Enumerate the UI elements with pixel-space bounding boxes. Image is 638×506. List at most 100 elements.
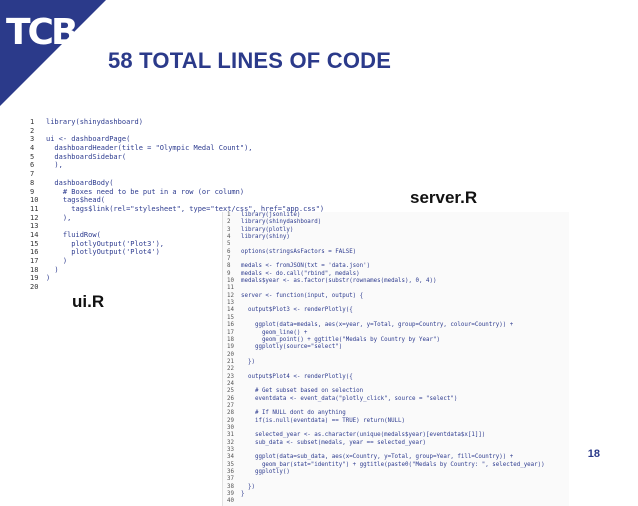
code-text: if(is.null(eventdata) == TRUE) return(NU… [241, 417, 406, 424]
line-number: 10 [227, 278, 234, 285]
page-number: 18 [587, 448, 600, 460]
line-number: 6 [30, 161, 35, 170]
code-text: sub_data <- subset(medals, year == selec… [241, 439, 426, 446]
code-line: 16 plotlyOutput('Plot4') [30, 248, 320, 257]
line-number: 3 [227, 226, 231, 233]
line-number: 14 [30, 230, 39, 239]
line-number: 26 [227, 395, 234, 402]
code-line: 24 [227, 381, 569, 388]
code-text: output$Plot3 <- renderPlotly({ [241, 307, 353, 314]
code-line: 38 }) [227, 484, 569, 491]
code-text: }) [241, 483, 255, 490]
line-number: 24 [227, 380, 234, 387]
line-number: 1 [30, 118, 35, 126]
code-line: 7 [227, 256, 569, 263]
code-line: 12 ), [30, 214, 320, 223]
line-number: 39 [227, 491, 234, 498]
code-text [241, 256, 569, 263]
code-text: output$Plot4 <- renderPlotly({ [241, 373, 353, 380]
code-line: 7 [30, 170, 320, 179]
code-line: 22 [227, 366, 569, 373]
server-file-label: server.R [410, 188, 478, 207]
code-text: # If NULL dont do anything [241, 410, 346, 417]
line-number: 5 [227, 241, 231, 248]
code-text: eventdata <- event_data("plotly_click", … [241, 395, 458, 402]
code-line: 40 [227, 498, 569, 505]
code-text: dashboardSidebar( [46, 152, 127, 161]
line-number: 29 [227, 417, 234, 424]
server-code-panel: 1 library(jsonlite) 2 library(shinydashboar… [222, 212, 569, 506]
code-text [241, 447, 569, 454]
slide-title: 58 TOTAL LINES OF CODE [108, 48, 392, 73]
code-text [241, 381, 569, 388]
line-number: 7 [30, 170, 35, 179]
line-number: 13 [30, 222, 39, 231]
code-text [241, 352, 569, 359]
code-text: tags$link(rel="stylesheet", type="text/c… [46, 204, 325, 213]
code-text: dashboardBody( [46, 178, 114, 187]
code-text: library(shinydashboard) [241, 219, 322, 226]
code-text [241, 315, 569, 322]
code-line: 9 medals <- do.call("rbind", medals) [227, 271, 569, 278]
code-line: 25 # Get subset based on selection [227, 388, 569, 395]
code-text: ggplotly() [241, 469, 290, 476]
code-line: 15 plotlyOutput('Plot3'), [30, 240, 320, 249]
code-text: ), [46, 161, 63, 170]
line-number: 28 [227, 410, 234, 417]
code-line: 14 output$Plot3 <- renderPlotly({ [227, 307, 569, 314]
line-number: 2 [227, 219, 231, 226]
code-line: 20 [227, 352, 569, 359]
line-number: 38 [227, 483, 234, 490]
code-text: selected_year <- as.character(unique(med… [241, 432, 486, 439]
code-text: fluidRow( [46, 230, 101, 239]
code-text: medals <- fromJSON(txt = 'data.json') [241, 263, 371, 270]
line-number: 20 [30, 283, 39, 292]
code-text: medals <- do.call("rbind", medals) [241, 270, 360, 277]
code-line: 4 dashboardHeader(title = "Olympic Medal… [30, 144, 320, 153]
line-number: 16 [30, 248, 39, 257]
code-text: ) [46, 274, 51, 283]
line-number: 11 [227, 285, 234, 292]
line-number: 8 [30, 178, 35, 187]
code-text: medals$year <- as.factor(substr(rownames… [241, 278, 437, 285]
code-line: 36 ggplotly() [227, 469, 569, 476]
line-number: 4 [227, 234, 231, 241]
code-text: library(plotly) [241, 226, 294, 233]
logo-text: TCB [6, 12, 78, 53]
line-number: 12 [30, 213, 39, 222]
code-text: library(jsonlite) [241, 212, 301, 218]
code-line: 2 library(shinydashboard) [227, 219, 569, 226]
code-text: ggplotly(source="select") [241, 344, 343, 351]
code-text: ggplot(data=sub_data, aes(x=Country, y=T… [241, 454, 514, 461]
code-text: } [241, 491, 245, 498]
code-line: 37 [227, 476, 569, 483]
code-text: ), [46, 213, 72, 222]
line-number: 1 [227, 212, 231, 218]
code-text [241, 241, 569, 248]
code-line: 16 ggplot(data=medals, aes(x=year, y=Tot… [227, 322, 569, 329]
code-line: 18 geom_point() + ggtitle("Medals by Cou… [227, 337, 569, 344]
line-number: 16 [227, 322, 234, 329]
code-text: ) [46, 265, 59, 274]
code-text [241, 403, 569, 410]
line-number: 23 [227, 373, 234, 380]
line-number: 8 [227, 263, 231, 270]
code-text: geom_point() + ggtitle("Medals by Countr… [241, 336, 440, 343]
line-number: 5 [30, 152, 35, 161]
line-number: 3 [30, 135, 35, 144]
code-line: 17 ) [30, 257, 320, 266]
code-text: ui <- dashboardPage( [46, 135, 131, 144]
code-text: plotlyOutput('Plot4') [46, 248, 160, 257]
code-line: 28 # If NULL dont do anything [227, 410, 569, 417]
code-line: 5 [227, 241, 569, 248]
code-line: 21 }) [227, 359, 569, 366]
code-line: 8 medals <- fromJSON(txt = 'data.json') [227, 263, 569, 270]
line-number: 19 [227, 344, 234, 351]
code-line: 33 [227, 447, 569, 454]
line-number: 25 [227, 388, 234, 395]
line-number: 14 [227, 307, 234, 314]
code-text: tags$head( [46, 196, 106, 205]
code-line: 34 ggplot(data=sub_data, aes(x=Country, … [227, 454, 569, 461]
ui-file-label: ui.R [72, 292, 105, 311]
line-number: 9 [227, 270, 231, 277]
